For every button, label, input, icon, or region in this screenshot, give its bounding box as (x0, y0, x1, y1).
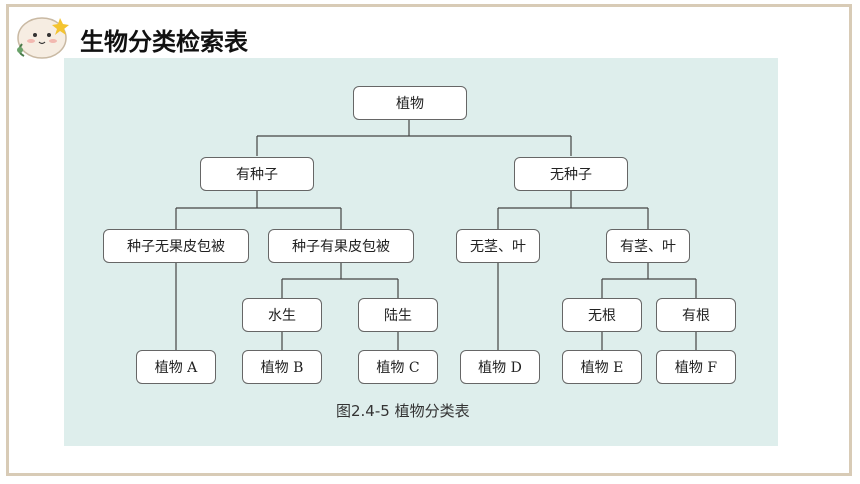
node-plant-e: 植物 E (562, 350, 642, 384)
node-has-stem-leaf: 有茎、叶 (606, 229, 690, 263)
node-aquatic: 水生 (242, 298, 322, 332)
node-plant-f: 植物 F (656, 350, 736, 384)
node-has-seed: 有种子 (200, 157, 314, 191)
node-seed-with-fruit-coat: 种子有果皮包被 (268, 229, 414, 263)
connector-lines (175, 120, 697, 350)
node-no-stem-leaf: 无茎、叶 (456, 229, 540, 263)
node-terrestrial: 陆生 (358, 298, 438, 332)
node-plant: 植物 (353, 86, 467, 120)
cartoon-face-icon (8, 8, 72, 64)
node-plant-b: 植物 B (242, 350, 322, 384)
page-title: 生物分类检索表 (80, 28, 248, 56)
node-no-root: 无根 (562, 298, 642, 332)
node-plant-c: 植物 C (358, 350, 438, 384)
node-plant-a: 植物 A (136, 350, 216, 384)
diagram-panel: 植物 有种子 无种子 种子无果皮包被 种子有果皮包被 无茎、叶 有茎、叶 水生 … (64, 58, 778, 446)
node-no-seed: 无种子 (514, 157, 628, 191)
node-has-root: 有根 (656, 298, 736, 332)
node-seed-no-fruit-coat: 种子无果皮包被 (103, 229, 249, 263)
figure-caption: 图2.4-5 植物分类表 (336, 402, 470, 420)
node-plant-d: 植物 D (460, 350, 540, 384)
